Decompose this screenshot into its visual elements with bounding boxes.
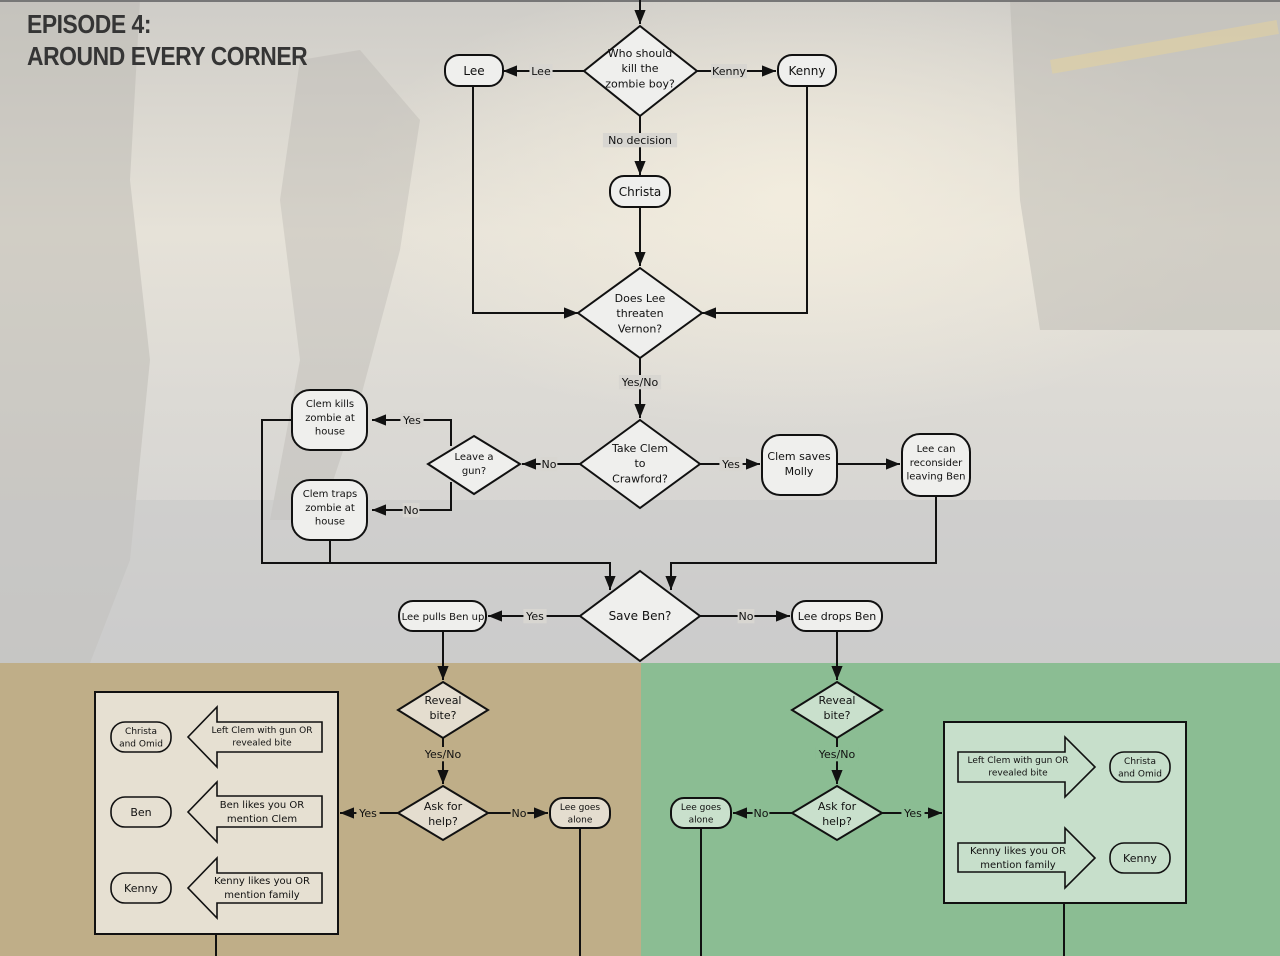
- edge-label-no-decision: No decision: [608, 134, 672, 147]
- label-lee-pulls-ben: Lee pulls Ben up: [402, 612, 485, 623]
- node-clem-kills: [291, 389, 368, 451]
- label-kenny-top: Kenny: [789, 64, 826, 78]
- node-christa: [609, 175, 671, 208]
- edge-label-yes-ask-right: Yes: [903, 807, 922, 820]
- node-kenny: [777, 54, 837, 87]
- node-clem-saves-molly: [761, 434, 838, 496]
- page-title: EPISODE 4: AROUND EVERY CORNER: [27, 8, 308, 72]
- edge-label-yes-no-left: Yes/No: [424, 748, 462, 761]
- edge-label-yes-no-right: Yes/No: [818, 748, 856, 761]
- condition-arrow-left-1: [186, 705, 323, 769]
- decision-leave-gun: [426, 434, 522, 496]
- label-lee-drops-ben: Lee drops Ben: [798, 610, 876, 623]
- label-lee: Lee: [463, 64, 484, 78]
- edge-label-kenny: Kenny: [712, 65, 746, 78]
- edge-label-yes-ask-left: Yes: [358, 807, 377, 820]
- condition-arrow-left-2: [186, 780, 323, 844]
- decision-reveal-bite-right: [790, 680, 884, 740]
- decision-reveal-bite-left: [396, 680, 490, 740]
- condition-arrow-left-3: [186, 856, 323, 920]
- decision-take-clem: [578, 418, 702, 510]
- decision-ask-help-left: [396, 784, 490, 842]
- companions-box-left: [94, 691, 339, 935]
- edge-label-yes-gun: Yes: [402, 414, 421, 427]
- condition-arrow-right-2: [957, 826, 1097, 890]
- label-left-res-2: Ben: [130, 806, 151, 819]
- edge-label-no-save-ben: No: [739, 610, 754, 623]
- edge-label-yes-no-vernon: Yes/No: [621, 376, 659, 389]
- node-lee: [444, 54, 504, 87]
- node-lee-reconsider: [901, 433, 971, 497]
- edge-label-no-ask-left: No: [512, 807, 527, 820]
- decision-kill-zombie-boy: [582, 24, 699, 118]
- node-lee-pulls-ben: [398, 600, 487, 632]
- title-episode: EPISODE 4:: [27, 9, 152, 39]
- decision-threaten-vernon: [576, 266, 704, 360]
- decision-ask-help-right: [790, 784, 884, 842]
- label-q-save-ben: Save Ben?: [609, 609, 672, 623]
- label-left-res-3: Kenny: [124, 882, 158, 895]
- edge-label-yes-save-ben: Yes: [525, 610, 544, 623]
- companions-box-right: [943, 721, 1187, 904]
- label-right-res-2: Kenny: [1123, 852, 1157, 865]
- label-christa: Christa: [619, 185, 662, 199]
- decision-save-ben: [578, 569, 702, 663]
- node-lee-drops-ben: [791, 600, 883, 632]
- condition-arrow-right-1: [957, 735, 1097, 799]
- node-lee-goes-alone-right: [670, 797, 732, 829]
- edge-label-no-take-clem: No: [542, 458, 557, 471]
- node-clem-traps: [291, 479, 368, 541]
- edge-label-no-ask-right: No: [754, 807, 769, 820]
- title-name: AROUND EVERY CORNER: [27, 41, 308, 71]
- node-lee-goes-alone-left: [549, 797, 611, 829]
- edge-label-lee: Lee: [531, 65, 551, 78]
- edge-label-no-gun: No: [404, 504, 419, 517]
- edge-label-yes-take-clem: Yes: [721, 458, 740, 471]
